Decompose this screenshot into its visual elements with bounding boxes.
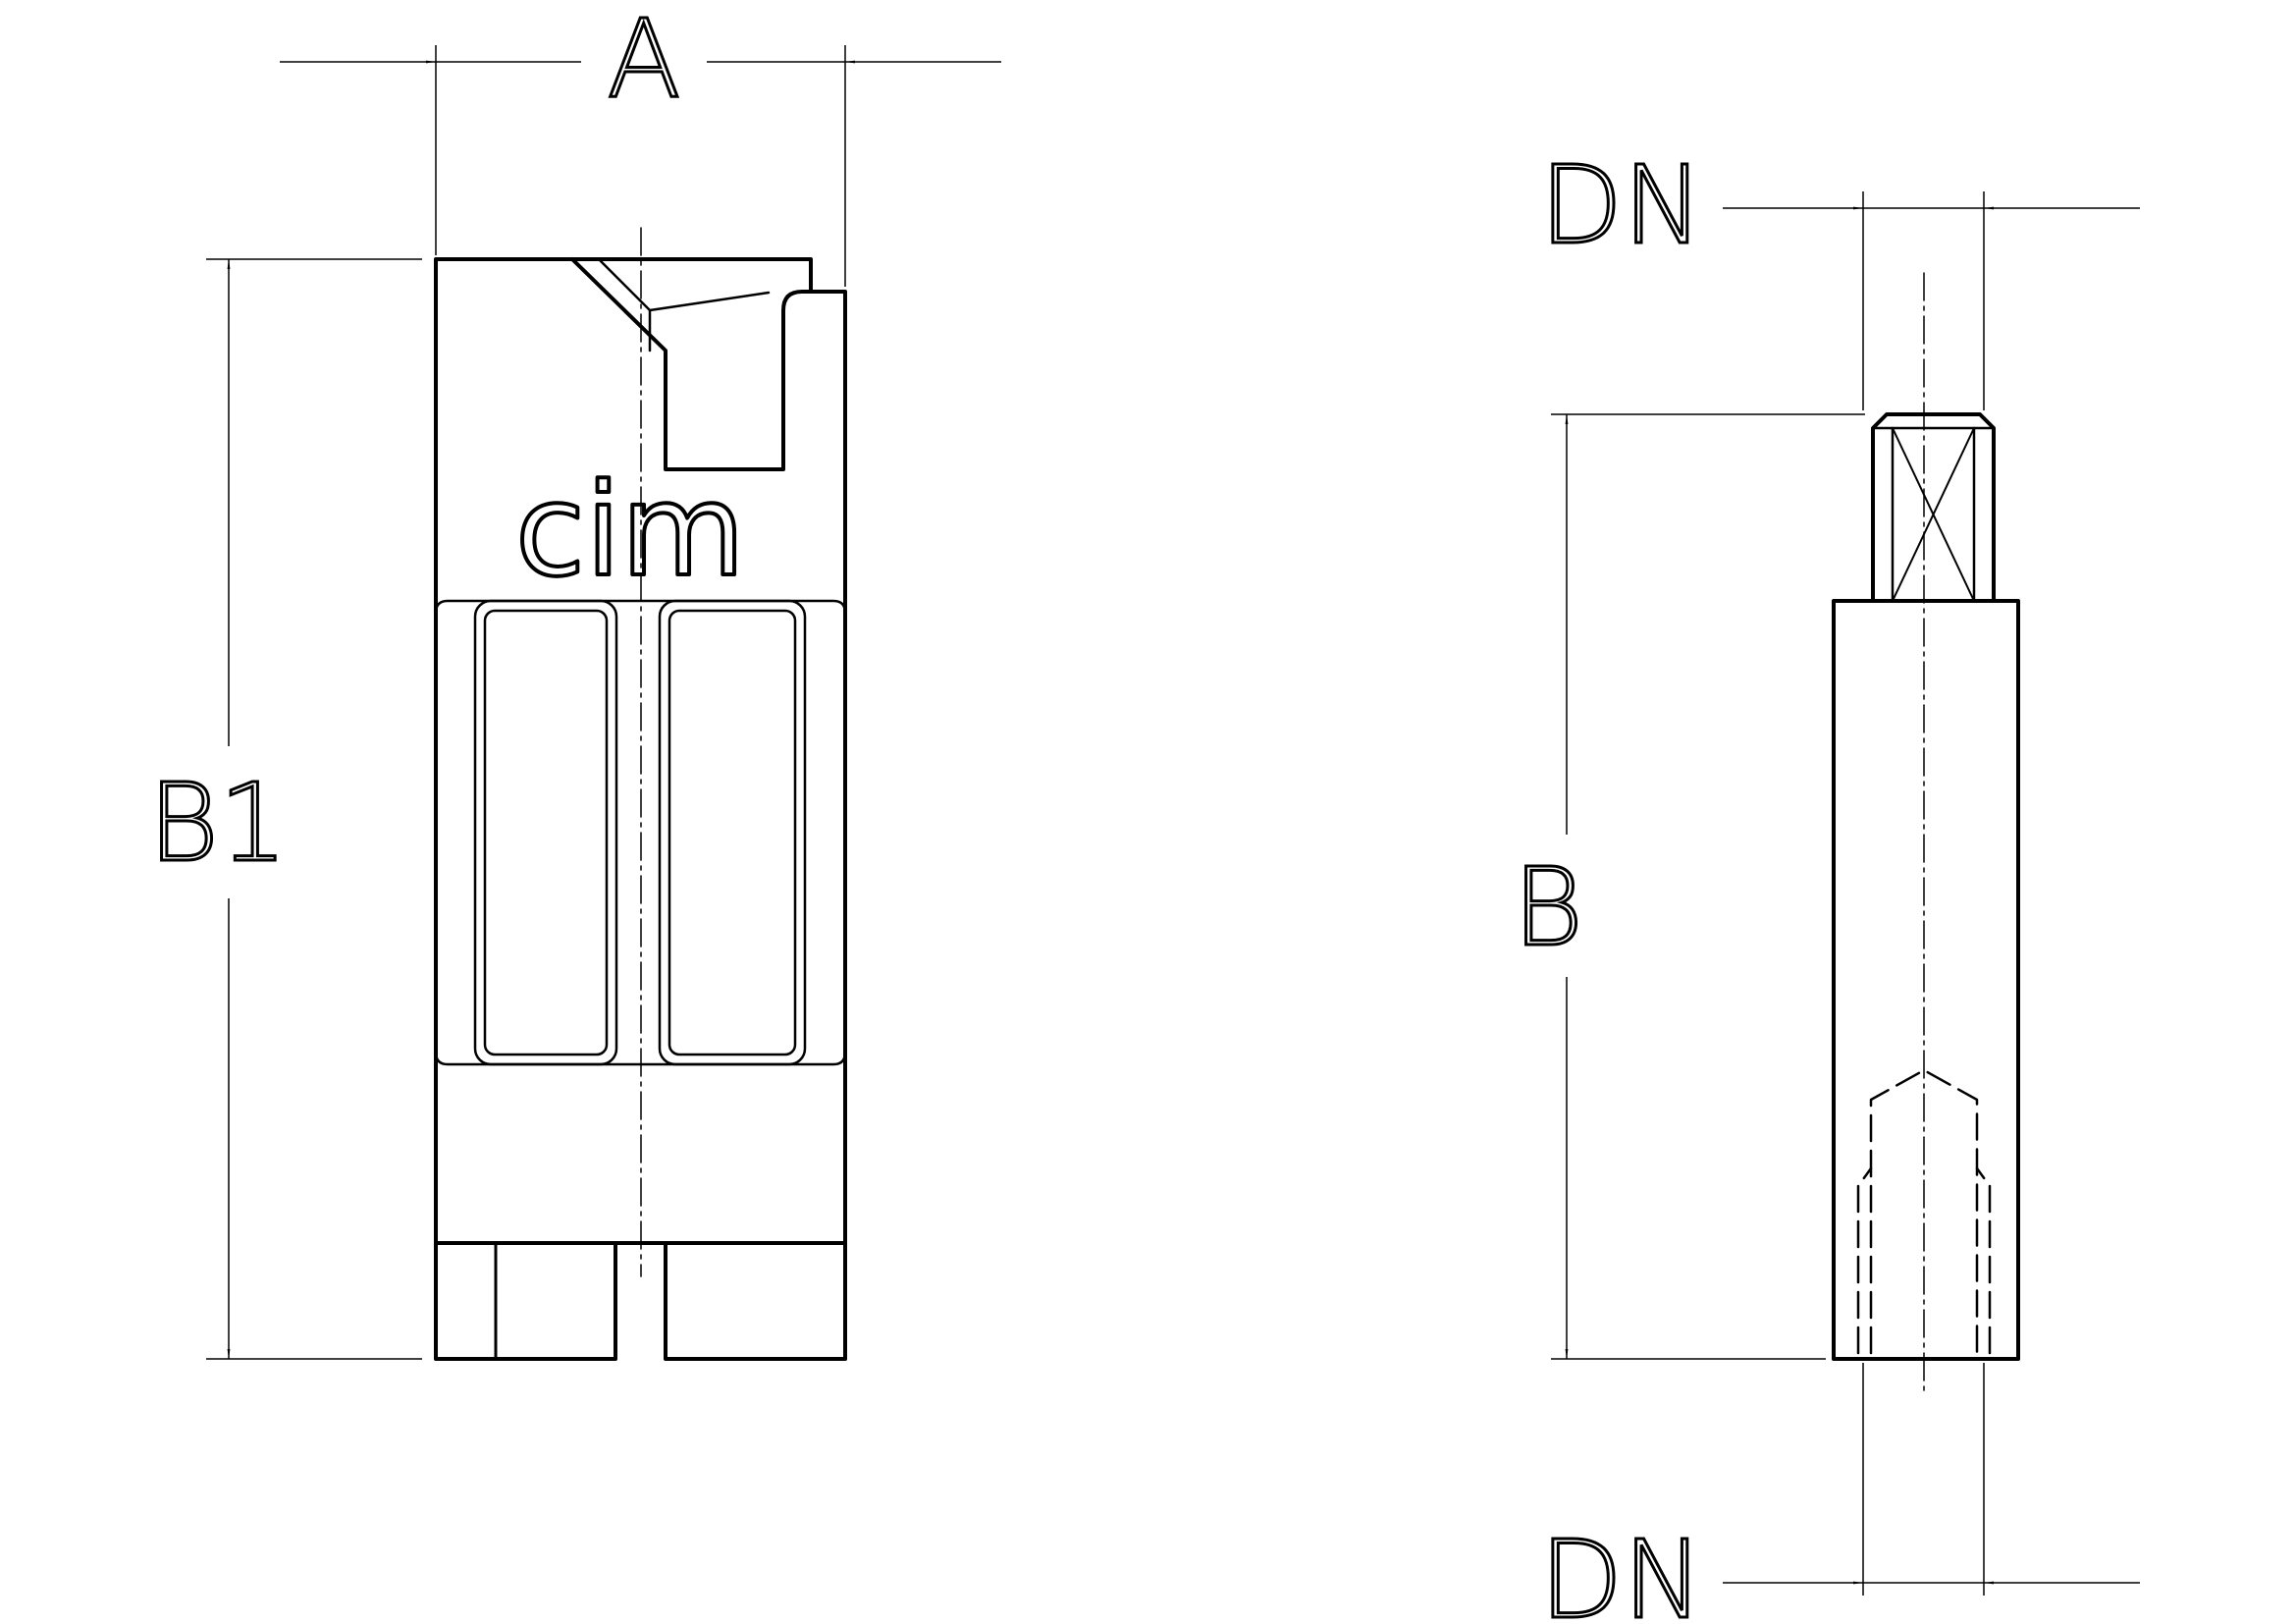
hex-head-flat-cross-b — [1892, 427, 1975, 602]
dim-dn-top-label: DN — [1540, 142, 1704, 268]
hidden-bore-outline — [1869, 1068, 1979, 1355]
top-slot-inner-line — [597, 257, 771, 312]
top-slot-outline — [570, 257, 813, 471]
dimension-b — [1551, 413, 1865, 1360]
right-window-outer — [658, 599, 807, 1066]
base-outline — [434, 1241, 847, 1361]
cim-logo: cim — [515, 456, 745, 605]
dimension-a — [280, 45, 1001, 287]
side-view — [1832, 272, 2020, 1395]
left-window-inner — [483, 609, 609, 1056]
dim-b-label: B — [1513, 844, 1583, 970]
dim-b1-label: B1 — [148, 760, 288, 886]
shaft-body — [1832, 599, 2020, 1361]
dim-dn-bottom-label: DN — [1540, 1517, 1704, 1624]
hidden-thread-left — [1856, 1166, 1873, 1355]
front-view: cim — [434, 227, 847, 1361]
hex-head-outline — [1871, 412, 1996, 603]
front-view-body-outline — [434, 257, 847, 1245]
left-window-outer — [473, 599, 618, 1066]
dimension-dn-top — [1723, 191, 2140, 410]
hidden-thread-right — [1975, 1166, 1992, 1355]
dimension-b1 — [206, 258, 422, 1360]
dim-a-label: A — [607, 0, 680, 122]
dimension-dn-bottom — [1723, 1363, 2140, 1596]
right-window-inner — [667, 609, 797, 1056]
